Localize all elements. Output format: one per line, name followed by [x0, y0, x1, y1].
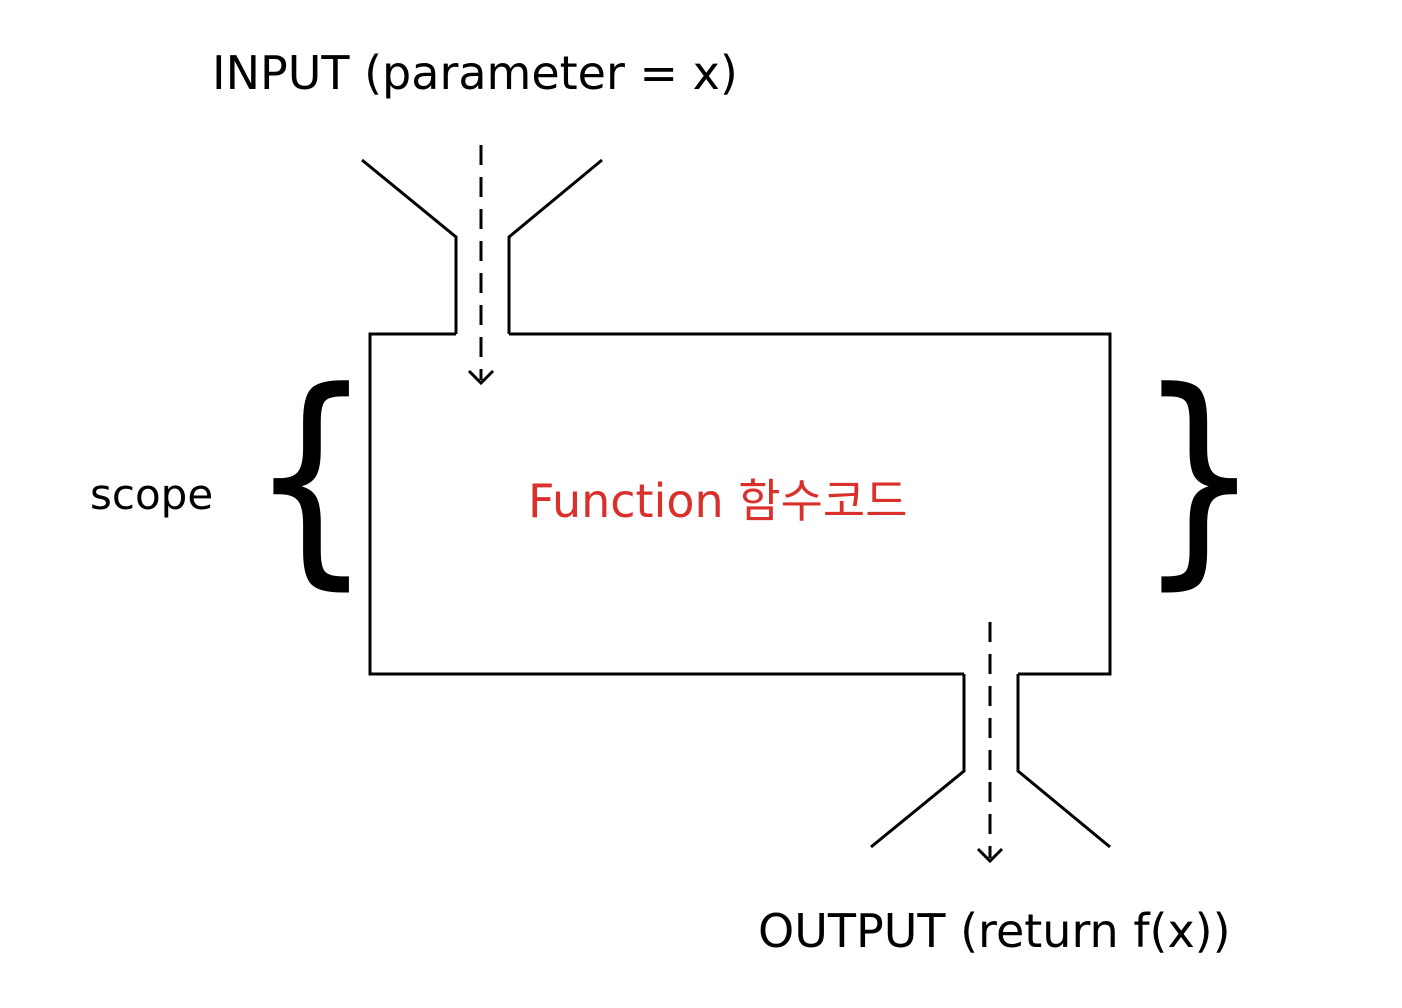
output-funnel — [870, 674, 1111, 849]
output-label: OUTPUT (return f(x)) — [758, 904, 1231, 958]
scope-label: scope — [90, 470, 214, 519]
input-arrowhead-icon — [467, 369, 495, 386]
input-funnel-right-wall — [507, 158, 603, 334]
input-funnel-left-wall — [361, 158, 458, 334]
output-arrowhead-icon — [976, 847, 1004, 864]
output-funnel-left-wall — [870, 674, 966, 849]
input-funnel — [361, 158, 603, 334]
output-funnel-right-wall — [1016, 674, 1111, 849]
function-label: Function 함수코드 — [528, 474, 908, 528]
function-box — [368, 332, 964, 676]
function-box-right — [509, 332, 1112, 676]
left-brace-icon: { — [248, 343, 374, 610]
input-label: INPUT (parameter = x) — [212, 46, 738, 100]
right-brace-icon: } — [1136, 343, 1262, 610]
